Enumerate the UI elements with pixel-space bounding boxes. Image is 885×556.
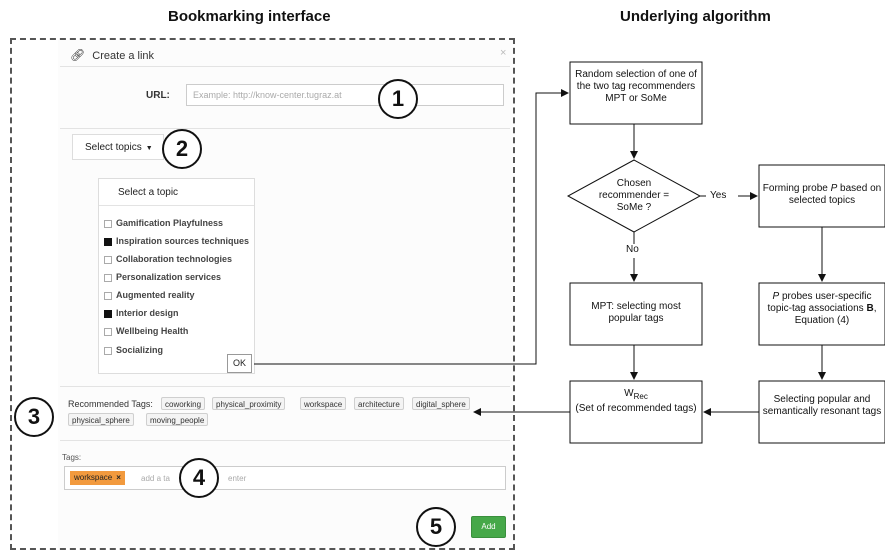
divider <box>99 205 254 206</box>
bookmarking-interface-frame <box>10 38 515 550</box>
topic-item[interactable]: Augmented reality <box>104 290 195 300</box>
tags-label: Tags: <box>62 453 82 462</box>
topic-item[interactable]: Collaboration technologies <box>104 254 232 264</box>
node-probe-text: Forming probe P based on selected topics <box>762 183 882 207</box>
checkbox[interactable] <box>104 219 112 228</box>
topic-label: Collaboration technologies <box>116 254 233 264</box>
recommended-tag[interactable]: workspace <box>300 397 347 410</box>
tags-placeholder: enter <box>228 474 247 483</box>
tags-placeholder: add a ta <box>141 474 170 483</box>
wrec-text: (Set of recommended tags) <box>575 403 697 414</box>
topic-item[interactable]: Socializing <box>104 345 163 355</box>
topic-label: Wellbeing Health <box>116 326 189 336</box>
topic-label: Personalization services <box>116 272 222 282</box>
node-mpt <box>569 282 703 346</box>
topic-label: Inspiration sources techniques <box>116 236 250 246</box>
topic-item[interactable]: Inspiration sources techniques <box>104 236 249 246</box>
topic-dropdown <box>98 178 255 374</box>
select-topics-label: Select topics <box>85 142 142 153</box>
recommended-tag[interactable]: digital_sphere <box>412 397 470 410</box>
divider <box>60 440 510 441</box>
topic-dropdown-header: Select a topic <box>118 187 179 198</box>
url-input[interactable]: Example: http://know-center.tugraz.at <box>186 84 504 106</box>
probes-b: B <box>866 303 874 314</box>
topic-item[interactable]: Gamification Playfulness <box>104 218 223 228</box>
topic-label: Gamification Playfulness <box>116 218 224 228</box>
topic-label: Socializing <box>116 345 164 355</box>
close-icon[interactable]: × <box>500 47 507 59</box>
probe-pre: Forming probe <box>762 183 828 194</box>
probes-var: P <box>772 291 780 302</box>
wrec-sub: Rec <box>633 392 648 401</box>
node-random-text: Random selection of one of the two tag r… <box>575 69 697 104</box>
no-label: No <box>626 244 639 255</box>
node-select-popular <box>758 380 885 444</box>
divider <box>60 66 510 67</box>
node-probes-text: P probes user-specific topic-tag associa… <box>762 291 882 327</box>
yes-label: Yes <box>710 190 727 201</box>
probes-eq: , Equation (4) <box>794 303 877 326</box>
checkbox[interactable] <box>104 309 112 318</box>
callout-2: 2 <box>162 129 202 169</box>
topic-label: Interior design <box>116 308 179 318</box>
recommended-tag[interactable]: coworking <box>161 397 206 410</box>
tag-chip: workspace× <box>70 471 125 485</box>
dialog-title: Create a link <box>92 50 155 62</box>
ok-button[interactable]: OK <box>227 354 252 373</box>
recommended-tags-label: Recommended Tags: <box>68 399 153 409</box>
checkbox[interactable] <box>104 327 112 336</box>
divider <box>60 386 510 387</box>
checkbox[interactable] <box>104 255 112 264</box>
dialog-header: 🔗︎ Create a link <box>70 48 154 62</box>
callout-4: 4 <box>179 458 219 498</box>
node-select-popular-text: Selecting popular and semantically reson… <box>762 394 882 417</box>
url-label: URL: <box>146 90 170 101</box>
node-wrec-text: WRec (Set of recommended tags) <box>574 388 698 415</box>
topic-item[interactable]: Interior design <box>104 308 179 318</box>
remove-tag-icon[interactable]: × <box>116 473 121 482</box>
probe-post: based on selected topics <box>788 183 882 206</box>
callout-3: 3 <box>14 397 54 437</box>
arrow <box>254 89 569 365</box>
node-forming-probe <box>758 164 885 228</box>
recommended-tag[interactable]: architecture <box>354 397 404 410</box>
topic-item[interactable]: Wellbeing Health <box>104 326 188 336</box>
checkbox[interactable] <box>104 237 112 246</box>
probes-text: probes user-specific topic-tag associati… <box>767 291 872 314</box>
node-mpt-text: MPT: selecting most popular tags <box>591 301 681 324</box>
checkbox[interactable] <box>104 291 112 300</box>
recommended-tag[interactable]: physical_sphere <box>68 413 134 426</box>
select-topics-button[interactable]: Select topics▼ <box>72 134 164 160</box>
topic-item[interactable]: Personalization services <box>104 272 221 282</box>
checkbox[interactable] <box>104 273 112 282</box>
recommended-tag[interactable]: moving_people <box>146 413 209 426</box>
tag-chip-label: workspace <box>74 473 113 482</box>
probe-var: P <box>830 183 838 194</box>
tags-input[interactable] <box>64 466 506 490</box>
link-icon: 🔗︎ <box>70 48 86 62</box>
callout-5: 5 <box>416 507 456 547</box>
node-random-selection <box>569 61 703 125</box>
node-decision-text: Chosen recommender = SoMe ? <box>598 178 670 213</box>
topic-label: Augmented reality <box>116 290 195 300</box>
right-panel-title: Underlying algorithm <box>620 8 771 25</box>
recommended-tag[interactable]: physical_proximity <box>212 397 286 410</box>
left-panel-title: Bookmarking interface <box>168 8 331 25</box>
node-wrec <box>569 380 703 444</box>
callout-1: 1 <box>378 79 418 119</box>
divider <box>60 128 510 129</box>
add-button[interactable]: Add <box>471 516 506 538</box>
checkbox[interactable] <box>104 346 112 355</box>
wrec-main: W <box>624 388 634 399</box>
caret-down-icon: ▼ <box>145 145 153 152</box>
node-probes <box>758 282 885 346</box>
